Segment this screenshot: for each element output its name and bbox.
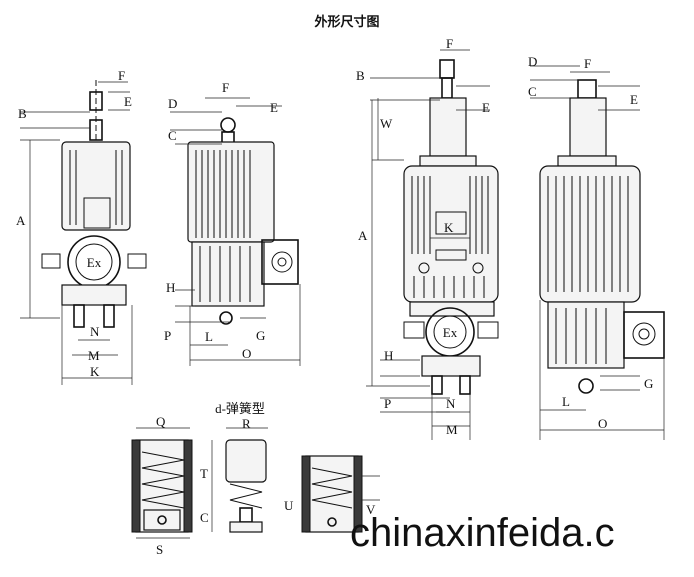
dim-label-m: M [446,422,458,437]
watermark-text: chinaxinfeida.c [350,511,615,555]
dim-label-b: B [356,68,365,83]
ex-mark: Ex [443,325,458,340]
dim-label-k: K [444,220,454,235]
dim-label-h: H [384,348,393,363]
drawing-title: 外形尺寸图 [313,14,379,30]
ex-mark: Ex [87,255,102,270]
dim-label-a: A [16,213,26,228]
dim-label-p: P [164,328,171,343]
dim-label-u: U [284,498,294,513]
small-front-view: Ex B F E A N M K [16,68,147,385]
small-side-view: D F E C H P L G O [164,80,301,366]
dim-label-p: P [384,396,391,411]
dim-label-n: N [90,324,100,339]
dim-label-o: O [242,346,251,361]
dim-label-d: D [168,96,177,111]
dim-label-f: F [118,68,125,83]
dim-label-h: H [166,280,175,295]
dim-label-k: K [90,364,100,379]
dim-label-l: L [205,329,213,344]
spring-views: Q R T C U V S [131,414,380,557]
dim-label-r: R [242,416,251,431]
dim-label-f: F [222,80,229,95]
dim-label-n: N [446,396,456,411]
spring-title: d-弹簧型 [215,401,265,416]
dim-label-l: L [562,394,570,409]
dim-label-e: E [482,100,490,115]
dim-label-b: B [18,106,27,121]
dim-label-v: V [366,502,376,517]
dim-label-f: F [446,36,453,51]
dim-label-q: Q [156,414,166,429]
dim-label-a: A [358,228,368,243]
dim-label-w: W [380,116,393,131]
large-front-view: Ex F B E W K A H P N M [356,36,499,440]
dim-label-e: E [630,92,638,107]
dim-label-o: O [598,416,607,431]
dim-label-f: F [584,56,591,71]
dim-label-c: C [200,510,209,525]
dim-label-d: D [528,54,537,69]
dim-label-e: E [270,100,278,115]
dim-label-g: G [644,376,653,391]
dim-label-g: G [256,328,265,343]
dim-label-e: E [124,94,132,109]
large-side-view: D F C E L G O [528,54,665,440]
dim-label-c: C [528,84,537,99]
dim-label-t: T [200,466,208,481]
dim-label-c: C [168,128,177,143]
dim-label-s: S [156,542,163,557]
dim-label-m: M [88,348,100,363]
